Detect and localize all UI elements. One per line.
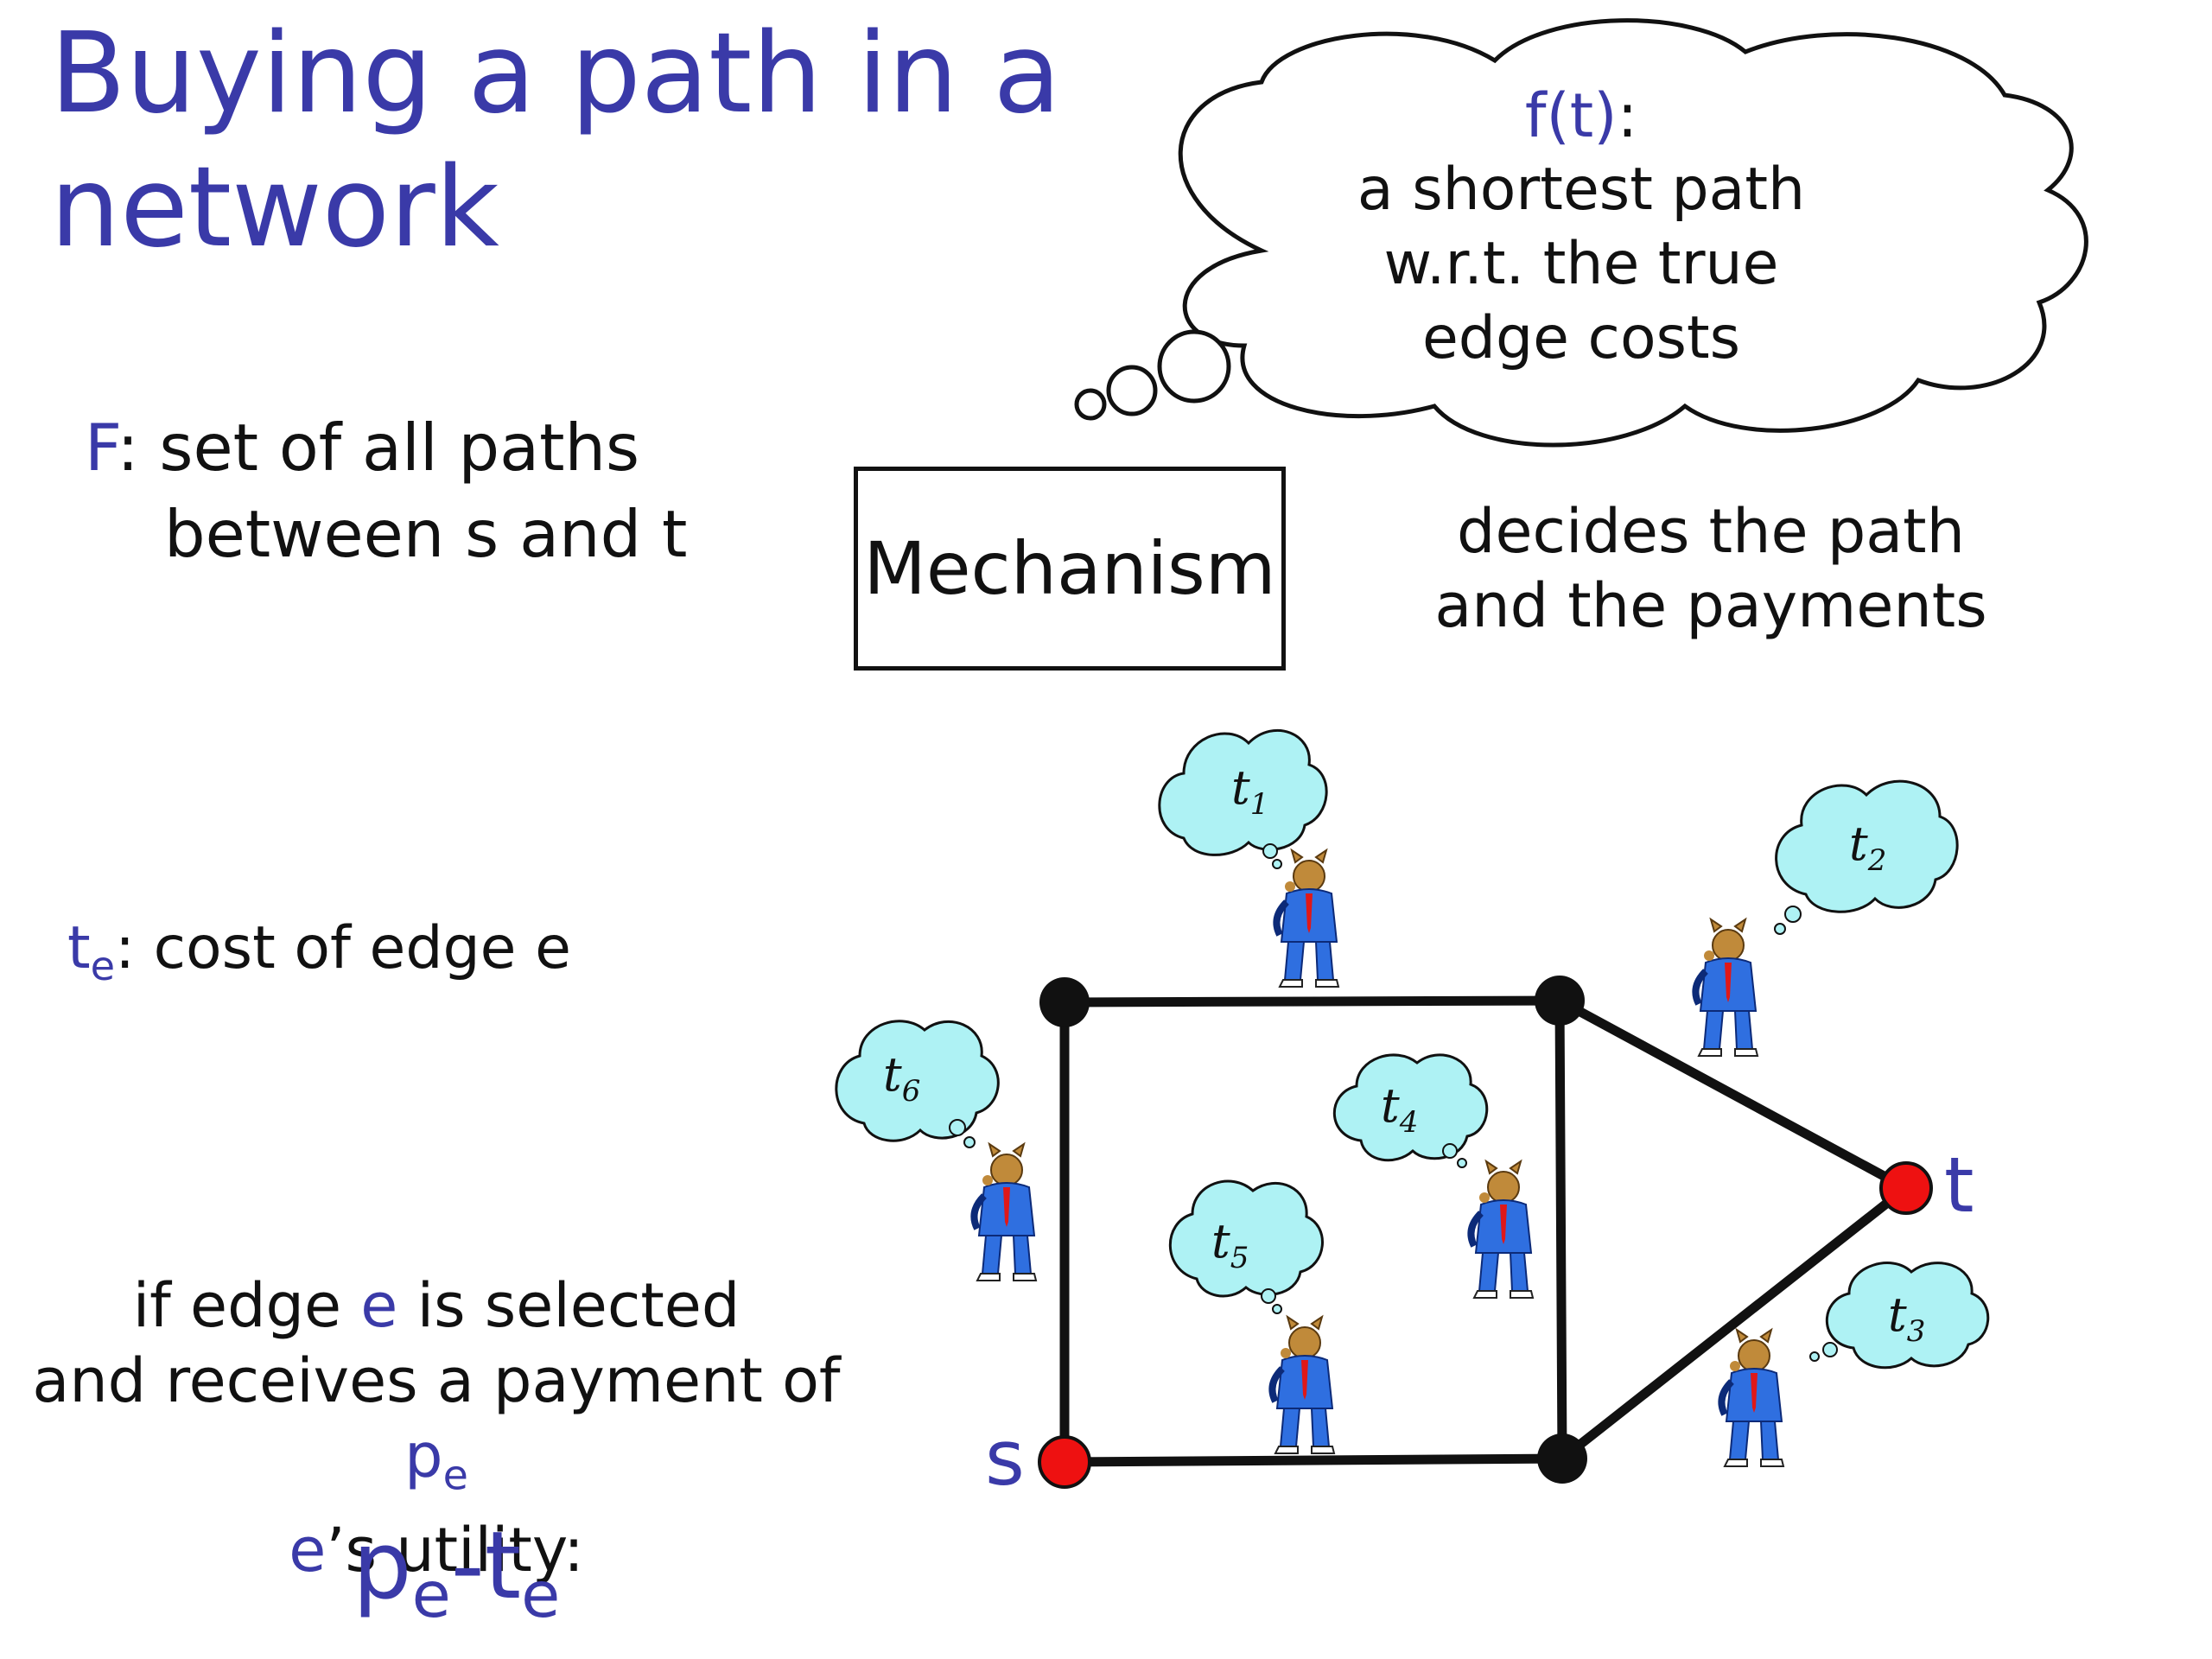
- agent-t1-trail-1: [1262, 843, 1278, 859]
- agent-t3-label: t3: [1888, 1287, 1925, 1349]
- agent-t3-trail-2: [1809, 1351, 1820, 1362]
- agent-t3: t3: [1721, 1262, 1990, 1466]
- thought-cloud-shape: [1178, 18, 2088, 448]
- agent-t2-label: t2: [1849, 817, 1886, 878]
- agent-t4-trail-2: [1457, 1158, 1467, 1168]
- agent-t3-trail-1: [1822, 1342, 1838, 1357]
- mechanism-label: Mechanism: [863, 526, 1276, 611]
- te-subscript: e: [90, 942, 116, 989]
- agent-t1-figure: [1276, 850, 1338, 987]
- node-target: [1879, 1161, 1933, 1215]
- agent-t6-bubble: [835, 1020, 1000, 1142]
- agent-t4-bubble: [1332, 1053, 1489, 1162]
- graph-edges: [1059, 995, 1911, 1467]
- agent-t6: t6: [835, 1020, 1036, 1281]
- agent-t3-bubble: [1825, 1262, 1990, 1370]
- agent-t2-trail-2: [1774, 923, 1786, 935]
- thought-line-3: edge costs: [1422, 304, 1740, 372]
- decides-text: decides the path and the payments: [1434, 494, 1987, 643]
- thought-line-1: a shortest path: [1357, 156, 1805, 224]
- agent-t3-figure: [1721, 1330, 1783, 1466]
- page-title: Buying a path in a network: [50, 7, 1061, 275]
- thought-bubble-small: [1074, 388, 1107, 421]
- edge-top: [1059, 995, 1565, 1007]
- agent-t2: t2: [1695, 779, 1959, 1056]
- agent-t5: t5: [1168, 1179, 1334, 1453]
- utility-line-3: e’s utility:: [289, 1515, 584, 1586]
- agent-t2-trail-1: [1784, 906, 1802, 923]
- agent-t6-figure: [974, 1144, 1036, 1281]
- edge-bottom: [1059, 1453, 1567, 1467]
- utility-description: if edge e is selected and receives a pay…: [0, 1268, 873, 1588]
- agent-t5-bubble: [1168, 1179, 1324, 1298]
- agent-t4-trail-1: [1442, 1143, 1458, 1159]
- agent-t2-figure: [1695, 919, 1758, 1056]
- decides-line-1: decides the path: [1457, 496, 1965, 567]
- agent-t5-trail-1: [1261, 1288, 1276, 1304]
- agent-t6-label: t6: [883, 1047, 920, 1109]
- edge-upper-right: [1554, 995, 1911, 1193]
- node-bottom-right: [1537, 1433, 1587, 1484]
- agent-t6-trail-1: [949, 1119, 966, 1136]
- node-top-left: [1039, 977, 1090, 1027]
- f-symbol: F: [85, 410, 118, 486]
- node-top-right: [1535, 976, 1585, 1026]
- node-source: [1038, 1435, 1091, 1489]
- utility-line-2: and receives a payment of pe: [32, 1345, 841, 1500]
- edge-lower-right: [1557, 1183, 1911, 1464]
- edge-middle: [1554, 995, 1567, 1464]
- agent-t1-label: t1: [1231, 760, 1268, 822]
- agent-t1-bubble: [1158, 728, 1328, 856]
- agent-t1: t1: [1158, 728, 1338, 987]
- agent-t2-bubble: [1775, 779, 1959, 913]
- f-definition-line-1: : set of all paths: [117, 410, 640, 486]
- te-definition: te: cost of edge e: [67, 906, 571, 1009]
- thought-title: f(t):: [1525, 80, 1637, 151]
- agent-t6-trail-2: [963, 1136, 976, 1148]
- agent-t5-label: t5: [1211, 1214, 1249, 1275]
- te-symbol: t: [67, 914, 91, 982]
- thought-bubble-large: [1157, 329, 1231, 404]
- utility-line-1: if edge e is selected: [132, 1270, 741, 1341]
- agent-t5-figure: [1272, 1317, 1334, 1453]
- f-definition: F: set of all paths between s and t: [85, 404, 687, 577]
- utility-formula: pe-te: [353, 1512, 561, 1633]
- thought-bubble-medium: [1106, 365, 1158, 416]
- decides-line-2: and the payments: [1434, 570, 1987, 641]
- target-label: t: [1944, 1141, 1974, 1230]
- title-line-2: network: [50, 143, 499, 272]
- mechanism-box: Mechanism: [854, 467, 1286, 671]
- agent-t4-label: t4: [1381, 1078, 1418, 1140]
- agent-t4: t4: [1332, 1053, 1533, 1298]
- agent-t5-trail-2: [1272, 1304, 1282, 1314]
- source-label: s: [985, 1414, 1025, 1503]
- agent-t4-figure: [1471, 1161, 1533, 1298]
- agent-t1-trail-2: [1272, 859, 1282, 869]
- f-definition-line-2: between s and t: [164, 496, 688, 572]
- thought-cloud: f(t): a shortest path w.r.t. the true ed…: [1074, 18, 2088, 448]
- te-definition-text: : cost of edge e: [115, 914, 571, 982]
- thought-line-2: w.r.t. the true: [1384, 230, 1779, 298]
- title-line-1: Buying a path in a: [50, 10, 1061, 138]
